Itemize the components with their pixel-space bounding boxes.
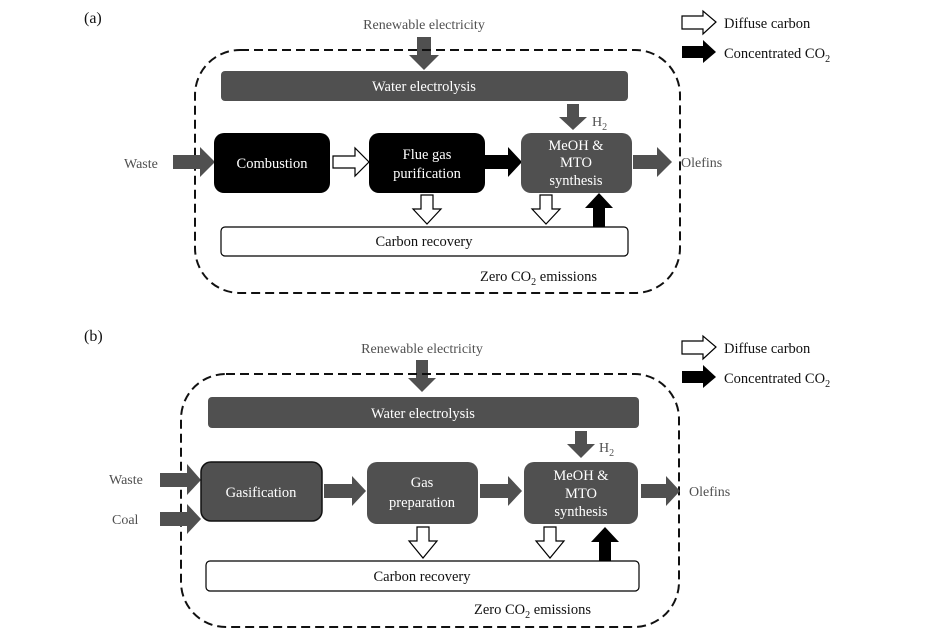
diffuse-arrow-combustion-to-flue	[332, 146, 370, 178]
water-electrolysis-label-b: Water electrolysis	[371, 406, 475, 422]
combustion-label: Combustion	[237, 156, 309, 172]
h2-label-b: H2	[599, 441, 614, 459]
diffuse-carbon-legend-label: Diffuse carbon	[724, 16, 811, 32]
zero-emissions-label: Zero CO2 emissions	[480, 269, 597, 288]
legend-a: Diffuse carbon Concentrated CO2	[681, 9, 830, 65]
meoh-label-line1: MeOH &	[548, 138, 604, 154]
panel-b: (b) Renewable electricity Water electrol…	[84, 328, 730, 628]
diffuse-carbon-legend-icon-b	[681, 334, 717, 361]
diffuse-carbon-legend-label-b: Diffuse carbon	[724, 341, 811, 357]
water-electrolysis-label: Water electrolysis	[372, 79, 476, 95]
meoh-label-b-line2: MTO	[565, 486, 597, 502]
panel-a-tag: (a)	[84, 10, 102, 27]
meoh-label-line2: MTO	[560, 155, 592, 171]
concentrated-co2-legend-icon	[682, 40, 716, 63]
waste-input-arrow	[173, 147, 215, 177]
coal-input-label-b: Coal	[112, 513, 139, 528]
h2-arrow-down-b	[567, 431, 595, 458]
renewable-electricity-label: Renewable electricity	[363, 18, 485, 33]
waste-input-label-b: Waste	[109, 473, 143, 488]
combustion-box	[214, 133, 330, 193]
gasification-label: Gasification	[226, 485, 298, 501]
olefins-output-label: Olefins	[681, 156, 722, 171]
carbon-recovery-box-b	[205, 560, 640, 592]
concentrated-co2-legend-label: Concentrated CO2	[724, 46, 830, 65]
gasprep-label-line2: preparation	[389, 495, 456, 511]
meoh-label-b-line3: synthesis	[554, 504, 608, 520]
olefins-output-label-b: Olefins	[689, 485, 730, 500]
renewable-arrow-down	[409, 37, 439, 70]
carbon-recovery-label-b: Carbon recovery	[373, 569, 471, 585]
legend-b: Diffuse carbon Concentrated CO2	[681, 334, 830, 390]
water-electrolysis-box	[221, 71, 628, 101]
meoh-label-b-line1: MeOH &	[553, 468, 609, 484]
panel-b-tag: (b)	[84, 328, 103, 345]
coal-input-arrow-b	[160, 504, 201, 534]
olefins-output-arrow	[633, 147, 672, 177]
system-boundary	[194, 49, 681, 294]
waste-input-label: Waste	[124, 157, 158, 172]
diffuse-arrow-meoh-to-recovery	[530, 194, 562, 225]
renewable-electricity-label-b: Renewable electricity	[361, 342, 483, 357]
arrow-gasprep-to-meoh	[480, 476, 522, 506]
carbon-recovery-label: Carbon recovery	[375, 234, 473, 250]
system-boundary-b	[180, 373, 680, 628]
waste-input-arrow-b	[160, 464, 201, 495]
renewable-arrow-down-b	[408, 360, 436, 392]
concentrated-co2-legend-icon-b	[682, 365, 716, 388]
gasification-box	[200, 461, 323, 522]
diffuse-arrow-flue-to-recovery	[411, 194, 443, 225]
gas-preparation-box	[367, 462, 478, 524]
diffuse-carbon-legend-icon	[681, 9, 717, 36]
h2-arrow-down	[559, 104, 587, 130]
meoh-mto-synthesis-box-b	[524, 462, 638, 524]
flue-gas-label-line1: Flue gas	[403, 147, 452, 163]
concentrated-arrow-flue-to-meoh	[485, 147, 522, 177]
gasprep-label-line1: Gas	[411, 475, 434, 491]
olefins-output-arrow-b	[641, 476, 680, 506]
carbon-recovery-box	[220, 226, 629, 257]
flue-gas-purification-box	[369, 133, 485, 193]
concentrated-arrow-recovery-to-meoh	[585, 193, 613, 227]
diffuse-arrow-gasprep-to-recovery	[407, 526, 439, 559]
concentrated-arrow-recovery-to-meoh-b	[591, 527, 619, 561]
panel-a: (a) Renewable electricity Water electrol…	[84, 10, 722, 294]
diffuse-arrow-meoh-to-recovery-b	[534, 526, 566, 559]
zero-emissions-label-b: Zero CO2 emissions	[474, 602, 591, 621]
concentrated-co2-legend-label-b: Concentrated CO2	[724, 371, 830, 390]
arrow-gasification-to-gasprep	[324, 476, 366, 506]
h2-label: H2	[592, 115, 607, 133]
flue-gas-label-line2: purification	[393, 166, 461, 182]
meoh-label-line3: synthesis	[549, 173, 603, 189]
water-electrolysis-box-b	[208, 397, 639, 428]
meoh-mto-synthesis-box	[521, 133, 632, 193]
